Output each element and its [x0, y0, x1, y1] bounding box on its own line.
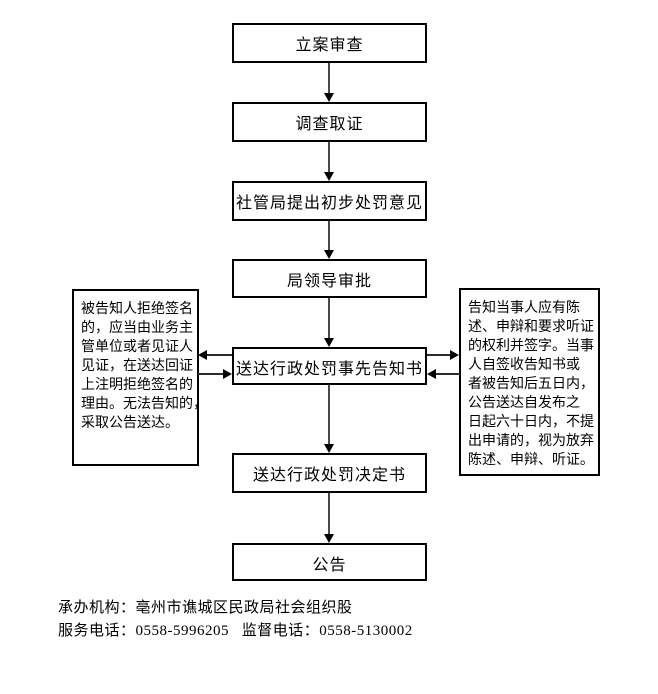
arrow-down-icon: [324, 338, 334, 347]
arrow-left-icon: [427, 369, 436, 379]
flow-step-label: 调查取证: [295, 116, 364, 133]
flow-step-label: 立案审查: [295, 37, 364, 54]
note-line: 管单位或者见证人: [81, 340, 193, 355]
connector-line-3-4: [328, 221, 330, 250]
note-line: 告知当事人应有陈: [468, 301, 580, 316]
flow-step-public-announcement: 公告: [232, 543, 427, 581]
flow-step-preliminary-penalty-opinion: 社管局提出初步处罚意见: [232, 181, 427, 221]
arrow-down-icon: [324, 444, 334, 453]
flow-step-case-filing-review: 立案审查: [232, 23, 427, 63]
arrow-down-icon: [324, 534, 334, 543]
connector-line-to-left-note: [206, 354, 232, 356]
note-line: 人自签收告知书或: [468, 358, 580, 373]
note-line: 公告送达自发布之: [468, 396, 580, 411]
arrow-right-icon: [223, 369, 232, 379]
arrow-left-icon: [198, 350, 207, 360]
note-line: 被告知人拒绝签名: [81, 302, 193, 317]
flow-step-investigation-evidence: 调查取证: [232, 102, 427, 142]
footer-phones: 服务电话：0558-5996205 监督电话：0558-5130002: [58, 623, 413, 639]
connector-line-1-2: [328, 63, 330, 93]
note-line: 日起六十日内，不提: [468, 415, 594, 430]
note-line: 的权利并签字。当事: [468, 339, 594, 354]
connector-line-to-right-note: [427, 354, 452, 356]
note-line: 的，应当由业务主: [81, 321, 193, 336]
connector-line-from-right-note: [436, 373, 460, 375]
note-line: 见证，在送达回证: [81, 359, 193, 374]
note-line: 者被告知后五日内，: [468, 377, 594, 392]
note-line: 采取公告送达。: [81, 416, 179, 431]
arrow-right-icon: [450, 350, 459, 360]
connector-line-4-5: [328, 298, 330, 338]
arrow-down-icon: [324, 93, 334, 102]
flow-step-bureau-leader-approval: 局领导审批: [232, 259, 427, 298]
flow-step-deliver-prior-notice: 送达行政处罚事先告知书: [232, 347, 427, 385]
note-line: 上注明拒绝签名的: [81, 378, 193, 393]
note-refusal-to-sign: 被告知人拒绝签名 的，应当由业务主 管单位或者见证人 见证，在送达回证 上注明拒…: [72, 289, 207, 466]
note-statement-defense-hearing-rights: 告知当事人应有陈 述、申辩和要求听证 的权利并签字。当事 人自签收告知书或 者被…: [459, 288, 600, 476]
connector-line-2-3: [328, 142, 330, 172]
connector-line-from-left-note: [198, 373, 224, 375]
note-line: 陈述、申辩、听证。: [468, 453, 594, 468]
flow-step-label: 社管局提出初步处罚意见: [235, 195, 423, 212]
note-line: 理由。无法告知的，: [81, 397, 207, 412]
footer-agency: 承办机构：亳州市谯城区民政局社会组织股: [58, 600, 353, 616]
flow-step-label: 送达行政处罚决定书: [252, 467, 406, 484]
connector-line-5-6: [328, 385, 330, 444]
connector-line-6-7: [328, 493, 330, 534]
arrow-down-icon: [324, 172, 334, 181]
flow-step-label: 公告: [312, 557, 347, 574]
note-line: 述、申辩和要求听证: [468, 320, 594, 335]
flow-step-deliver-penalty-decision: 送达行政处罚决定书: [232, 453, 427, 493]
flow-step-label: 局领导审批: [286, 273, 372, 290]
note-line: 出申请的，视为放弃: [468, 434, 594, 449]
flow-step-label: 送达行政处罚事先告知书: [235, 361, 423, 378]
arrow-down-icon: [324, 250, 334, 259]
